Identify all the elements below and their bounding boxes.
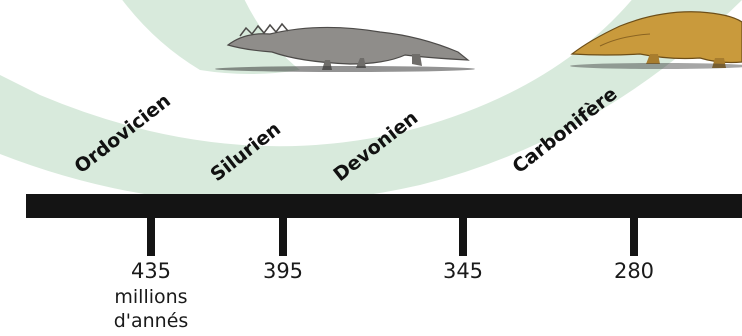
unit-label: millions d'annés [96, 285, 206, 333]
tick-mark-280 [630, 218, 638, 256]
tick-mark-345 [459, 218, 467, 256]
timeline-bar [26, 194, 742, 218]
tick-label-395: 395 [243, 259, 323, 283]
tick-mark-395 [279, 218, 287, 256]
tick-label-280: 280 [594, 259, 674, 283]
tick-label-435: 435 [111, 259, 191, 283]
unit-label-line2: d'annés [96, 309, 206, 333]
tick-mark-435 [147, 218, 155, 256]
tick-label-345: 345 [423, 259, 503, 283]
unit-label-line1: millions [96, 285, 206, 309]
